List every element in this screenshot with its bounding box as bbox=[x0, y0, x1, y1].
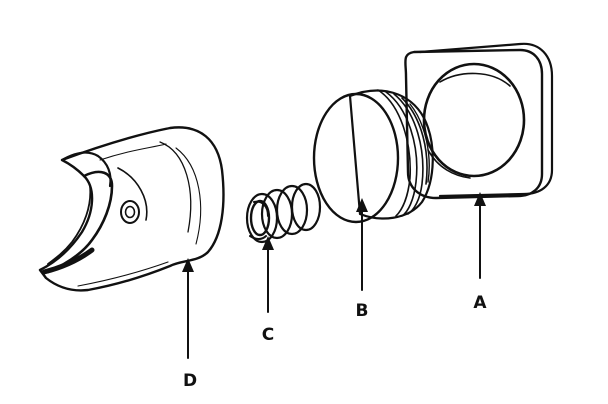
label-d: D bbox=[183, 371, 197, 391]
part-a-housing bbox=[404, 42, 554, 200]
arrow-c bbox=[262, 236, 274, 313]
arrow-d bbox=[182, 258, 194, 359]
arrow-a bbox=[474, 192, 486, 279]
label-a: A bbox=[473, 293, 487, 313]
label-c: C bbox=[262, 325, 274, 345]
part-d-sleeve bbox=[38, 126, 225, 292]
arrow-b bbox=[356, 198, 368, 291]
label-b: B bbox=[356, 301, 369, 321]
part-c-spring bbox=[245, 182, 322, 244]
part-b-cap bbox=[312, 89, 434, 224]
